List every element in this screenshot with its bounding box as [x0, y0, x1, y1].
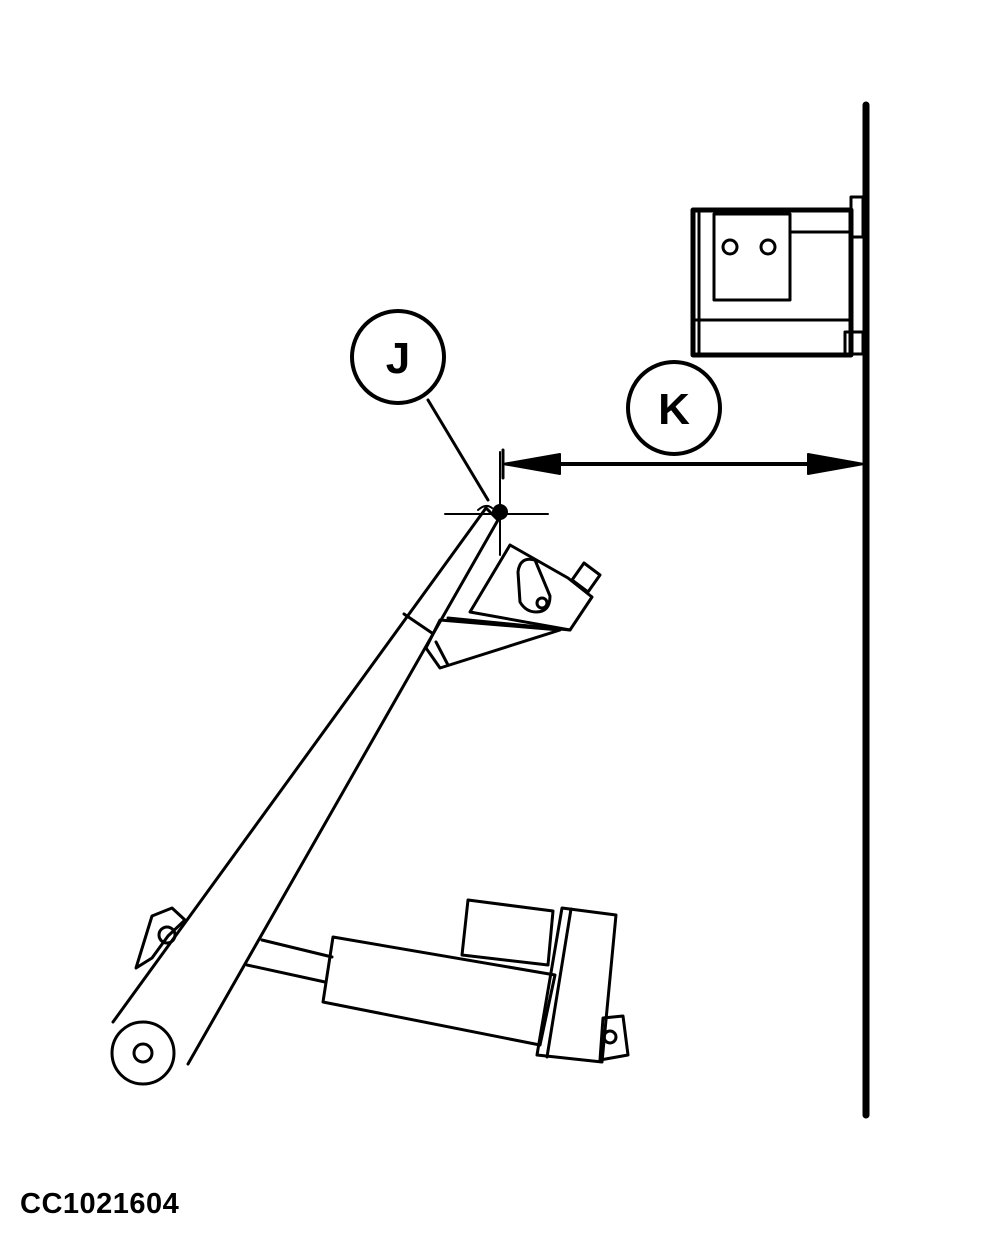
dimension-arrow — [501, 448, 865, 480]
pivot-wheel — [110, 1020, 176, 1086]
upper-clamp — [424, 543, 602, 670]
pivot-point-crosshair — [444, 451, 549, 556]
callout-k: K — [626, 360, 722, 456]
actuator-cylinder — [245, 898, 630, 1064]
lower-lug — [134, 906, 187, 970]
figure-id-label: CC1021604 — [20, 1188, 180, 1220]
callout-k-label: K — [658, 385, 690, 434]
boom-arm — [111, 506, 500, 1066]
callout-j: J — [350, 309, 490, 502]
callout-j-label: J — [386, 334, 410, 383]
mounting-bracket — [690, 195, 865, 358]
